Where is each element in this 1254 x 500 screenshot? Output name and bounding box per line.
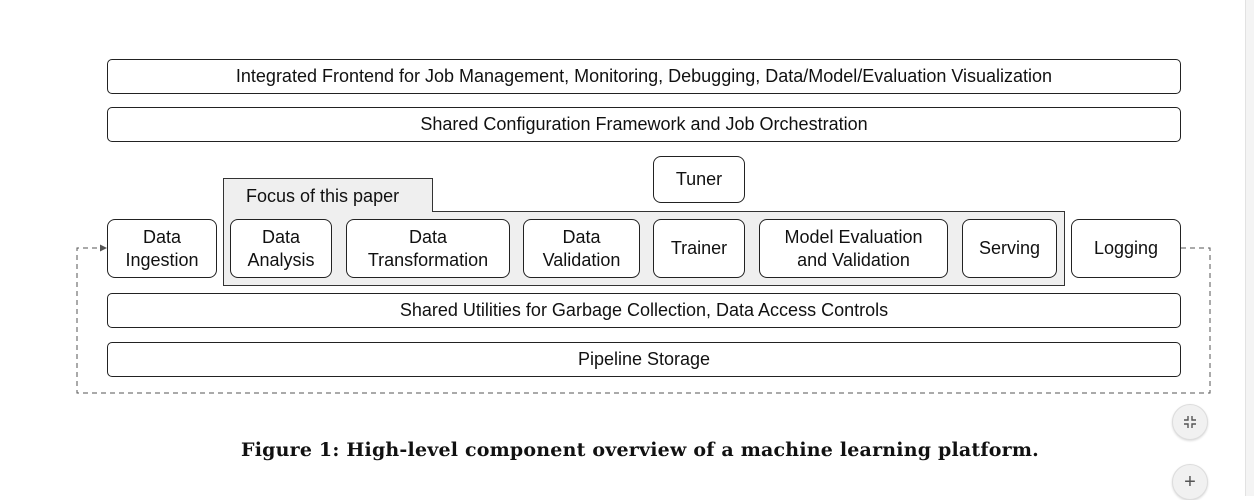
shared-configuration-label: Shared Configuration Framework and Job O… <box>420 114 868 134</box>
integrated-frontend-label: Integrated Frontend for Job Management, … <box>235 66 1053 86</box>
model-evaluation-box: Model Evaluation and Validation <box>759 219 948 278</box>
logging-box: Logging <box>1071 219 1181 278</box>
data-validation-label: Data Validation <box>542 226 621 270</box>
figure-caption: Figure 1: High-level component overview … <box>241 439 1039 461</box>
pipeline-storage-layer: Pipeline Storage <box>107 342 1181 377</box>
tuner-label: Tuner <box>675 169 723 189</box>
model-evaluation-label: Model Evaluation and Validation <box>784 226 923 270</box>
shared-utilities-layer: Shared Utilities for Garbage Collection,… <box>107 293 1181 328</box>
data-validation-box: Data Validation <box>523 219 640 278</box>
trainer-box: Trainer <box>653 219 745 278</box>
plus-icon: + <box>1184 470 1196 493</box>
shared-utilities-label: Shared Utilities for Garbage Collection,… <box>399 300 889 320</box>
collapse-button[interactable] <box>1172 404 1208 440</box>
focus-label: Focus of this paper <box>246 186 400 206</box>
serving-box: Serving <box>962 219 1057 278</box>
serving-label: Serving <box>978 238 1041 258</box>
logging-label: Logging <box>1093 238 1159 258</box>
add-button[interactable]: + <box>1172 464 1208 500</box>
integrated-frontend-layer: Integrated Frontend for Job Management, … <box>107 59 1181 94</box>
data-analysis-label: Data Analysis <box>247 226 315 270</box>
trainer-label: Trainer <box>670 238 728 258</box>
data-ingestion-box: Data Ingestion <box>107 219 217 278</box>
data-transformation-box: Data Transformation <box>346 219 510 278</box>
viewer-scrollbar[interactable] <box>1245 0 1254 496</box>
data-transformation-label: Data Transformation <box>367 226 489 270</box>
data-ingestion-label: Data Ingestion <box>125 226 199 270</box>
collapse-icon <box>1184 416 1196 428</box>
figure-caption-container: Figure 1: High-level component overview … <box>0 439 1254 461</box>
pipeline-storage-label: Pipeline Storage <box>577 349 711 369</box>
shared-configuration-layer: Shared Configuration Framework and Job O… <box>107 107 1181 142</box>
tuner-box: Tuner <box>653 156 745 203</box>
data-analysis-box: Data Analysis <box>230 219 332 278</box>
